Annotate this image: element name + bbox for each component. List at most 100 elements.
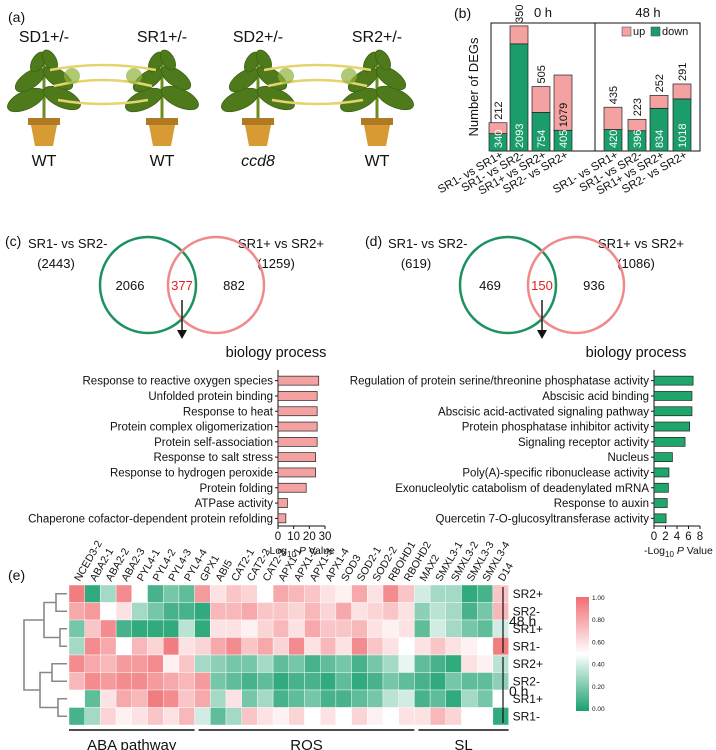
heatmap-cell-r6-c11 (225, 672, 242, 691)
heatmap-cell-r1-c19 (351, 584, 368, 603)
heatmap-cell-r5-c5 (131, 654, 148, 673)
heatmap-cell-r1-c14 (272, 584, 290, 603)
heatmap-cell-r5-c6 (147, 654, 164, 673)
heatmap-cell-r7-c17 (320, 689, 337, 708)
panel-label-a: (a) (8, 9, 25, 25)
heatmap-cell-r7-c18 (335, 689, 352, 708)
venn-d-overlap: 150 (531, 278, 553, 293)
hbar-d-bar-2 (653, 391, 693, 401)
heatmap-cell-r4-c9 (194, 637, 211, 656)
bar-up-2 (509, 25, 529, 45)
heatmap-cell-r1-c9 (194, 584, 211, 603)
heatmap-cell-r2-c24 (429, 602, 447, 621)
bar-down-label-5: 420 (608, 130, 620, 148)
hbar-d-category-8: Exonucleolytic catabolism of deadenylate… (395, 483, 649, 495)
venn-c-arrow-head (177, 330, 187, 339)
heatmap-cell-r4-c26 (461, 637, 478, 656)
heatmap-cell-r8-c9 (194, 707, 211, 726)
heatmap-cell-r3-c12 (241, 619, 258, 638)
bar-down-label-1: 340 (493, 130, 505, 148)
heatmap-cell-r6-c18 (335, 672, 352, 691)
heatmap-cell-r7-c4 (115, 689, 132, 708)
heatmap-cell-r8-c8 (178, 707, 195, 726)
heatmap-cell-r2-c25 (445, 602, 462, 621)
heatmap-cell-r1-c24 (429, 584, 447, 603)
hbar-d-category-9: Response to auxin (554, 498, 649, 510)
hbar-c-category-4: Protein complex oligomerization (110, 422, 273, 434)
bar-up-8 (672, 83, 692, 100)
heatmap-cell-r3-c19 (351, 619, 368, 638)
hbar-d-bar-4 (653, 421, 691, 432)
legend-down-label: down (662, 26, 688, 38)
plant-2-pot-rim (146, 118, 178, 125)
heatmap-cell-r6-c4 (115, 672, 132, 691)
panel-label-e: (e) (8, 567, 25, 583)
heatmap-cell-r5-c16 (304, 654, 321, 673)
hbar-d-title: biology process (586, 345, 687, 361)
heatmap-color-legend (576, 597, 589, 711)
heatmap-cell-r3-c28 (492, 619, 509, 638)
heatmap-cell-r3-c15 (288, 619, 305, 638)
legend-down-swatch (650, 26, 661, 37)
venn-d: (d)SR1- vs SR2-(619)SR1+ vs SR2+(1086)46… (365, 233, 684, 339)
plant-1-pot-rim (28, 118, 60, 125)
heatmap-cell-r7-c26 (461, 689, 478, 708)
heatmap-cell-r7-c24 (429, 689, 447, 708)
heatmap-cell-r2-c5 (131, 602, 148, 621)
heatmap-cell-r3-c10 (210, 619, 227, 638)
heatmap-cell-r7-c3 (100, 689, 117, 708)
venn-c-right-set-count: (1259) (257, 256, 295, 271)
hbar-c-category-7: Response to hydrogen peroxide (110, 467, 273, 479)
heatmap-cell-r3-c23 (414, 619, 431, 638)
heatmap-cell-r1-c20 (367, 584, 384, 603)
heatmap-cell-r3-c17 (320, 619, 337, 638)
heatmap: NCED3-2ABA2-1ABA2-2ABA2-3PYL4-1PYL4-2PYL… (23, 538, 543, 750)
plant-4-leaf-4 (375, 65, 407, 91)
heatmap-cell-r5-c26 (461, 654, 478, 673)
heatmap-cell-r7-c16 (304, 689, 321, 708)
heatmap-group-48h: 48 h (509, 613, 536, 629)
hbar-d-bar-1 (653, 375, 694, 386)
heatmap-cell-r8-c6 (147, 707, 164, 726)
legend-tick-4: 0.40 (592, 662, 605, 669)
heatmap-row-label-6: SR2- (513, 674, 540, 688)
venn-c: (c)SR1- vs SR2-(2443)SR1+ vs SR2+(1259)2… (5, 233, 324, 339)
graft-point-2b (341, 68, 357, 84)
dendrogram-branch-2 (59, 627, 67, 648)
heatmap-cell-r6-c5 (131, 672, 148, 691)
bar-down-label-2: 2093 (514, 124, 526, 148)
heatmap-cell-r3-c24 (429, 619, 447, 638)
plant-2-leaf-6 (160, 49, 176, 71)
heatmap-cell-r6-c23 (414, 672, 431, 691)
heatmap-cell-r1-c5 (131, 584, 148, 603)
heatmap-cell-r2-c16 (304, 602, 321, 621)
heatmap-cell-r4-c17 (320, 637, 337, 656)
heatmap-cell-r5-c7 (162, 654, 180, 673)
hbar-c-category-9: ATPase activity (195, 498, 274, 510)
hbar-c-xtick-label-4: 30 (319, 531, 332, 543)
plant-bottom-label-3: ccd8 (241, 153, 275, 170)
heatmap-cell-r4-c15 (288, 637, 305, 656)
heatmap-cell-r5-c21 (382, 654, 399, 673)
heatmap-cell-r8-c18 (335, 707, 352, 726)
hbar-d-xtick-label-5: 8 (697, 531, 703, 543)
hbar-c-bar-8 (277, 482, 307, 493)
heatmap-cell-r1-c10 (210, 584, 227, 603)
heatmap-cell-r4-c27 (477, 637, 494, 656)
heatmap-cell-r2-c8 (178, 602, 195, 621)
heatmap-cell-r1-c18 (335, 584, 352, 603)
heatmap-cell-r7-c7 (162, 689, 180, 708)
pathway-label-1: ABA pathway (87, 737, 177, 750)
legend-tick-2: 0.80 (592, 617, 605, 624)
heatmap-cell-r4-c13 (257, 637, 274, 656)
plant-4-pot-body (364, 125, 390, 146)
hbar-d-bar-7 (653, 467, 670, 478)
heatmap-cell-r5-c19 (351, 654, 368, 673)
panel-label-c: (c) (5, 233, 21, 249)
heatmap-cell-r1-c2 (84, 584, 101, 603)
hbar-d-xtick-label-1: 0 (651, 531, 657, 543)
hbar-d-category-1: Regulation of protein serine/threonine p… (350, 376, 649, 388)
heatmap-cell-r8-c24 (429, 707, 447, 726)
